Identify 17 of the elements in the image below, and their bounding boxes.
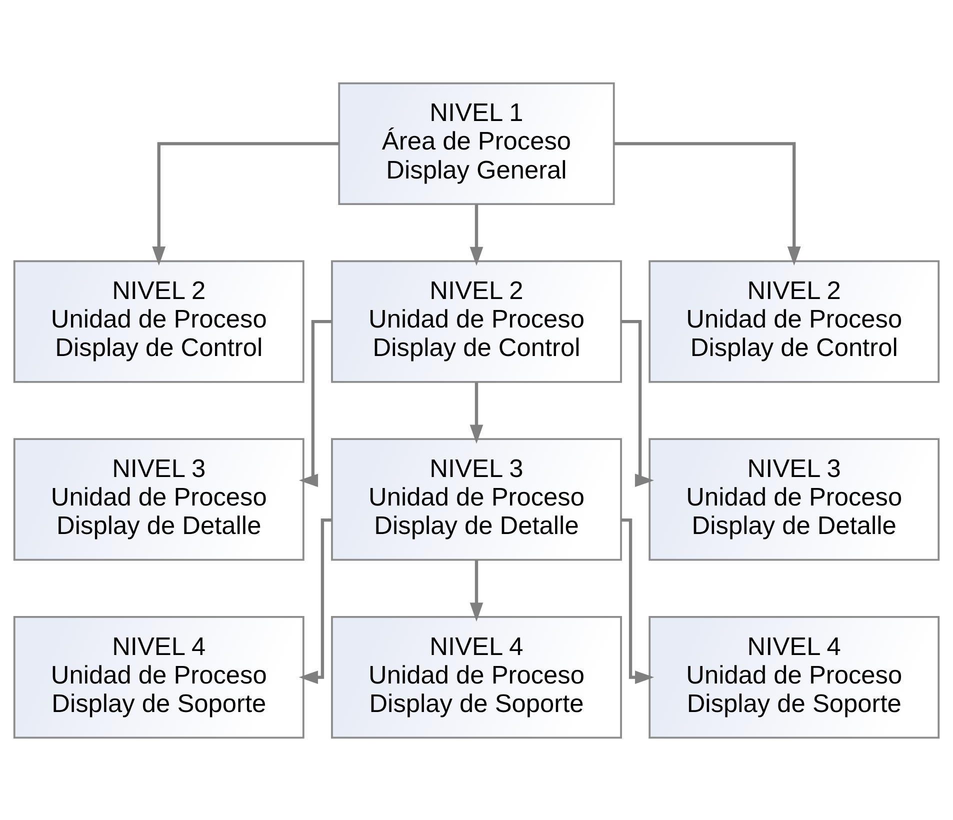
arrow xyxy=(298,518,332,684)
node-box: NIVEL 3 Unidad de Proceso Display de Detalle xyxy=(13,438,304,560)
node-box: NIVEL 3 Unidad de Proceso Display de Detalle xyxy=(648,438,940,560)
node-box: NIVEL 4 Unidad de Proceso Display de Soporte xyxy=(13,616,304,738)
node-box: NIVEL 1 Área de Proceso Display General xyxy=(338,82,615,204)
node-box: NIVEL 2 Unidad de Proceso Display de Control xyxy=(331,260,622,382)
node-box: NIVEL 2 Unidad de Proceso Display de Control xyxy=(13,260,304,382)
node-box: NIVEL 2 Unidad de Proceso Display de Control xyxy=(648,260,940,382)
node-box: NIVEL 3 Unidad de Proceso Display de Detalle xyxy=(331,438,622,560)
arrow xyxy=(621,518,654,684)
arrow xyxy=(470,382,484,444)
arrow xyxy=(470,560,484,622)
node-box: NIVEL 4 Unidad de Proceso Display de Soporte xyxy=(648,616,940,738)
arrow xyxy=(614,142,801,266)
arrow xyxy=(470,204,484,266)
arrow xyxy=(152,142,340,266)
node-box: NIVEL 4 Unidad de Proceso Display de Soporte xyxy=(331,616,622,738)
